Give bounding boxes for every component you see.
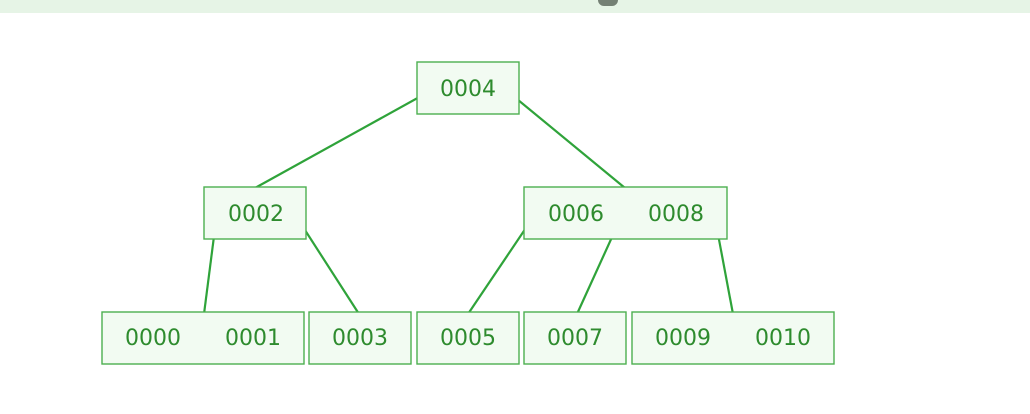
leaf-5-key-2: 0010: [755, 326, 811, 351]
leaf-5-box: [631, 311, 835, 365]
leaf-4: 0007: [523, 311, 627, 365]
node-root: 0004: [416, 61, 520, 115]
node-left-key-1: 0002: [228, 202, 284, 227]
node-right: 0006 0008: [523, 186, 728, 240]
header-strip-mark: [598, 0, 618, 6]
leaf-5-key-1: 0009: [655, 326, 711, 351]
leaf-2: 0003: [308, 311, 412, 365]
leaf-3-box: [416, 311, 520, 365]
node-left-box: [203, 186, 307, 240]
leaf-1-key-1: 0000: [125, 326, 181, 351]
leaf-1: 0000 0001: [101, 311, 305, 365]
node-root-box: [416, 61, 520, 115]
node-right-key-2: 0008: [648, 202, 704, 227]
leaf-4-key-1: 0007: [547, 326, 603, 351]
leaf-2-box: [308, 311, 412, 365]
leaf-1-box: [101, 311, 305, 365]
leaf-4-box: [523, 311, 627, 365]
node-left: 0002: [203, 186, 307, 240]
header-strip: [0, 0, 1030, 13]
leaf-5: 0009 0010: [631, 311, 835, 365]
node-right-key-1: 0006: [548, 202, 604, 227]
leaf-1-key-2: 0001: [225, 326, 281, 351]
leaf-2-key-1: 0003: [332, 326, 388, 351]
edge-root-to-left: [254, 89, 433, 189]
edge-root-to-right: [505, 89, 626, 189]
node-root-key-1: 0004: [440, 77, 496, 102]
node-right-box: [523, 186, 728, 240]
leaf-3-key-1: 0005: [440, 326, 496, 351]
leaf-3: 0005: [416, 311, 520, 365]
